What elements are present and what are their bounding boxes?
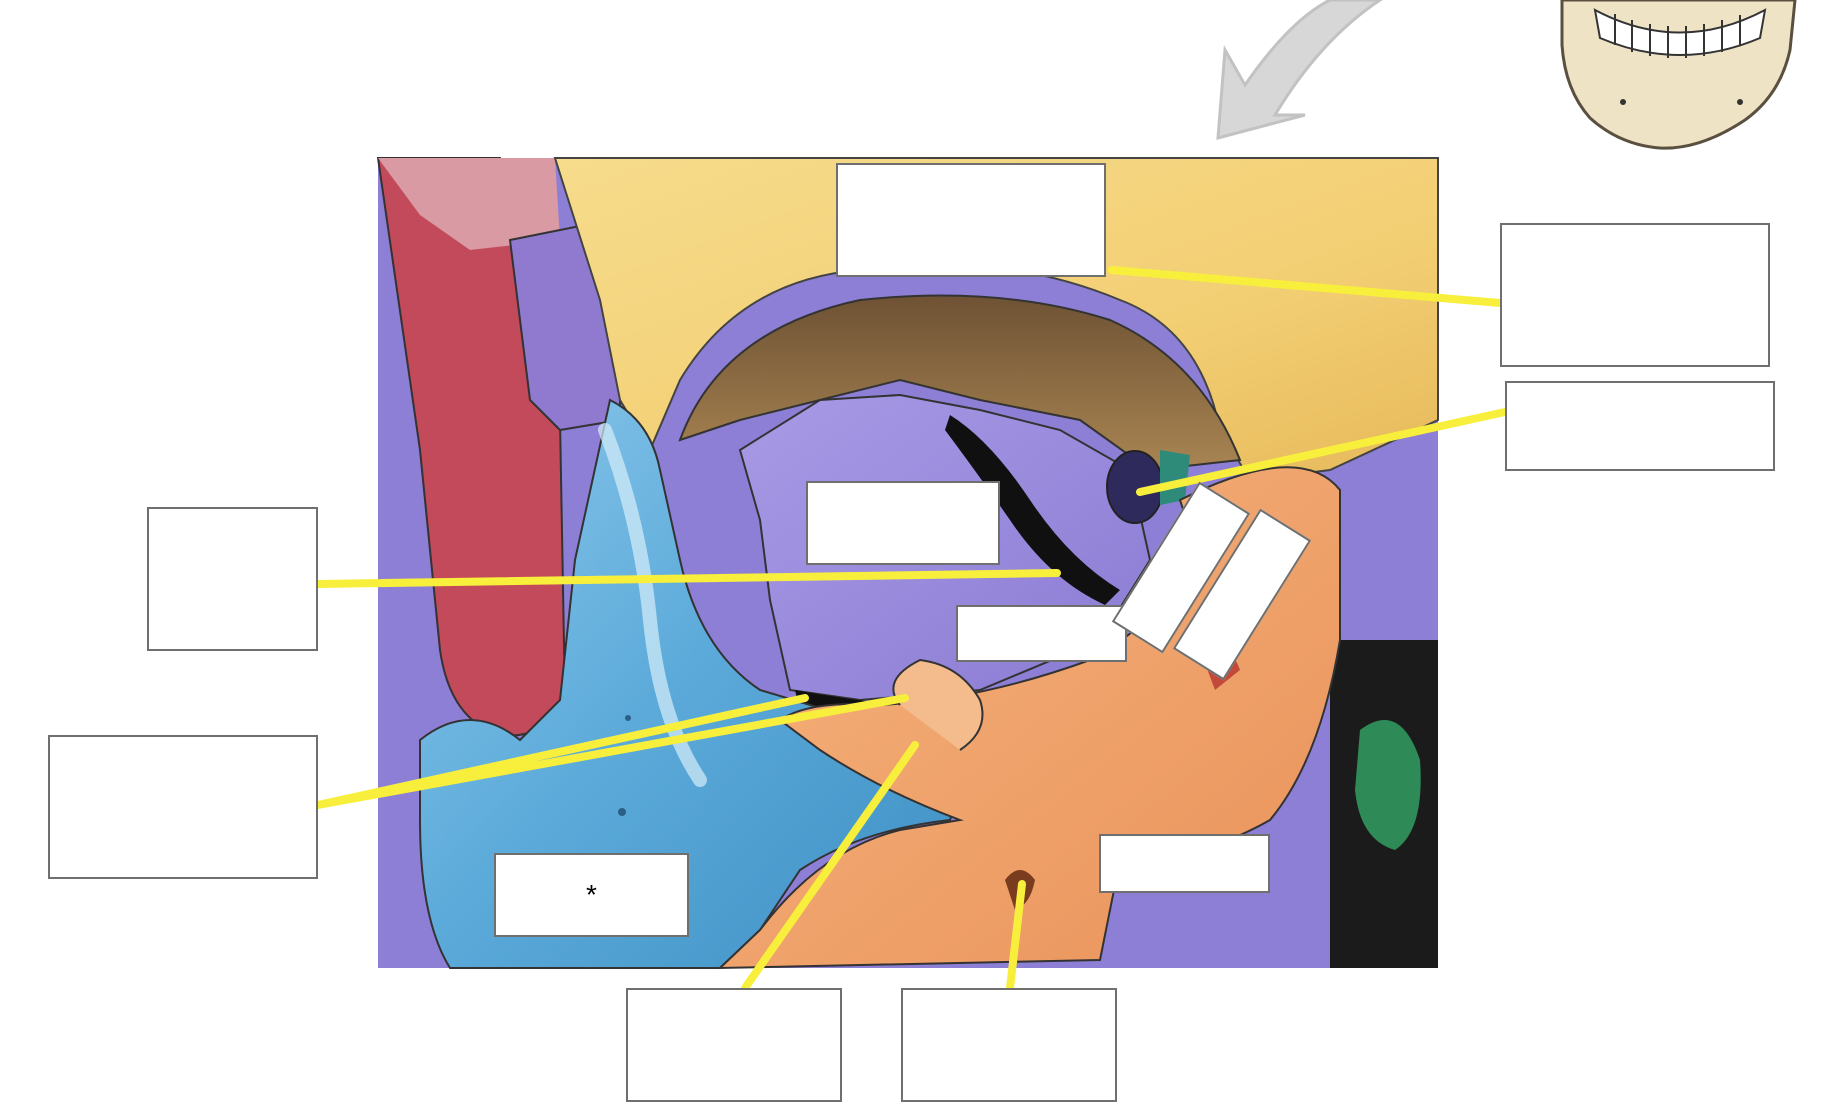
label-box-lower-right-inner[interactable] <box>1099 834 1270 893</box>
leader-line-bottom-left <box>741 741 919 992</box>
leader-line-right-middle <box>1136 408 1509 496</box>
superior-orbital-fissure <box>945 415 1120 605</box>
orbital-roof <box>678 294 1242 472</box>
label-box-bottom-left[interactable] <box>626 988 842 1102</box>
leader-line-left-upper <box>314 569 1061 588</box>
leader-line-left-lower-b <box>314 694 909 809</box>
palatine-bone <box>1355 720 1421 850</box>
leader-line-bottom-right <box>1006 880 1026 992</box>
foramen-dot <box>618 808 626 816</box>
label-box-left-lower[interactable] <box>48 735 318 879</box>
label-box-inner-purple[interactable] <box>806 481 1000 565</box>
label-box-bottom-right[interactable] <box>901 988 1117 1102</box>
label-box-star[interactable]: * <box>494 853 689 937</box>
leader-lines <box>314 266 1509 992</box>
label-box-inner-center[interactable] <box>956 605 1127 662</box>
label-box-upper-right[interactable] <box>1500 223 1770 367</box>
nasal-bone-upper <box>378 158 560 250</box>
zygomatic-orbital-rim <box>892 658 984 751</box>
orientation-arrow-icon <box>1216 0 1383 140</box>
leader-line-top-right <box>1108 266 1504 307</box>
label-box-top-center[interactable] <box>836 163 1106 277</box>
label-box-left-upper[interactable] <box>147 507 318 651</box>
foramen-dot-2 <box>625 715 631 721</box>
ethmoid-sliver <box>1160 450 1190 505</box>
skull-thumbnail-icon <box>1560 0 1797 150</box>
label-box-right-middle[interactable] <box>1505 381 1775 471</box>
